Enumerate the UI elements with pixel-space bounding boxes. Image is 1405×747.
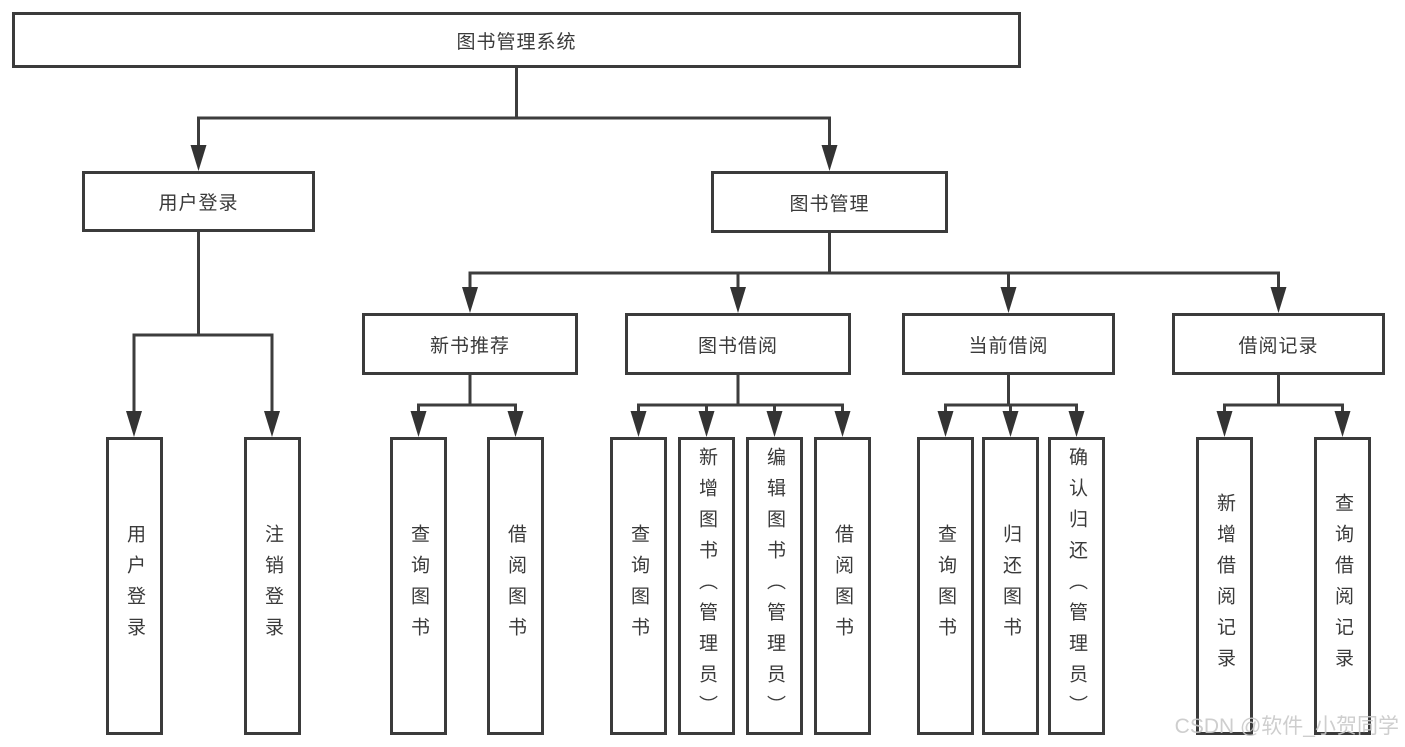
- leaf-borrow-query-books: 查询图书: [610, 437, 667, 735]
- node-new-book-recommendation: 新书推荐: [362, 313, 578, 375]
- node-label: 用户登录: [124, 524, 145, 648]
- leaf-newrec-borrow-books: 借阅图书: [487, 437, 544, 735]
- node-label: 确认归还（管理员）: [1066, 446, 1087, 726]
- node-label: 查询图书: [935, 524, 956, 648]
- leaf-user-login: 用户登录: [106, 437, 163, 735]
- node-current-borrowing: 当前借阅: [902, 313, 1115, 375]
- leaf-current-return-books: 归还图书: [982, 437, 1039, 735]
- node-label: 借阅图书: [505, 524, 526, 648]
- node-label: 当前借阅: [968, 335, 1049, 357]
- leaf-borrow-borrow-books: 借阅图书: [814, 437, 871, 735]
- leaf-newrec-query-books: 查询图书: [390, 437, 447, 735]
- node-label: 查询图书: [408, 524, 429, 648]
- node-label: 借阅图书: [832, 524, 853, 648]
- leaf-borrow-edit-books-admin: 编辑图书（管理员）: [746, 437, 803, 735]
- node-library-management-system: 图书管理系统: [12, 12, 1021, 68]
- leaf-records-query-record: 查询借阅记录: [1314, 437, 1371, 735]
- node-borrowing-records: 借阅记录: [1172, 313, 1385, 375]
- node-label: 借阅记录: [1238, 335, 1319, 357]
- node-label: 编辑图书（管理员）: [764, 446, 785, 726]
- node-label: 新增借阅记录: [1214, 493, 1235, 679]
- node-label: 图书借阅: [697, 335, 778, 357]
- node-label: 归还图书: [1000, 524, 1021, 648]
- leaf-logout: 注销登录: [244, 437, 301, 735]
- node-label: 图书管理系统: [456, 31, 577, 53]
- node-label: 用户登录: [158, 193, 239, 214]
- node-label: 新书推荐: [429, 335, 510, 357]
- leaf-current-query-books: 查询图书: [917, 437, 974, 735]
- watermark: CSDN @软件_小贺同学: [1174, 715, 1399, 738]
- node-label: 查询借阅记录: [1332, 493, 1353, 679]
- node-user-login: 用户登录: [82, 171, 315, 232]
- node-label: 图书管理: [789, 193, 870, 215]
- node-label: 查询图书: [628, 524, 649, 648]
- node-book-borrowing: 图书借阅: [625, 313, 851, 375]
- leaf-borrow-add-books-admin: 新增图书（管理员）: [678, 437, 735, 735]
- node-book-management: 图书管理: [711, 171, 948, 233]
- node-label: 注销登录: [262, 524, 283, 648]
- leaf-records-add-record: 新增借阅记录: [1196, 437, 1253, 735]
- leaf-current-confirm-return-admin: 确认归还（管理员）: [1048, 437, 1105, 735]
- node-label: 新增图书（管理员）: [696, 446, 717, 726]
